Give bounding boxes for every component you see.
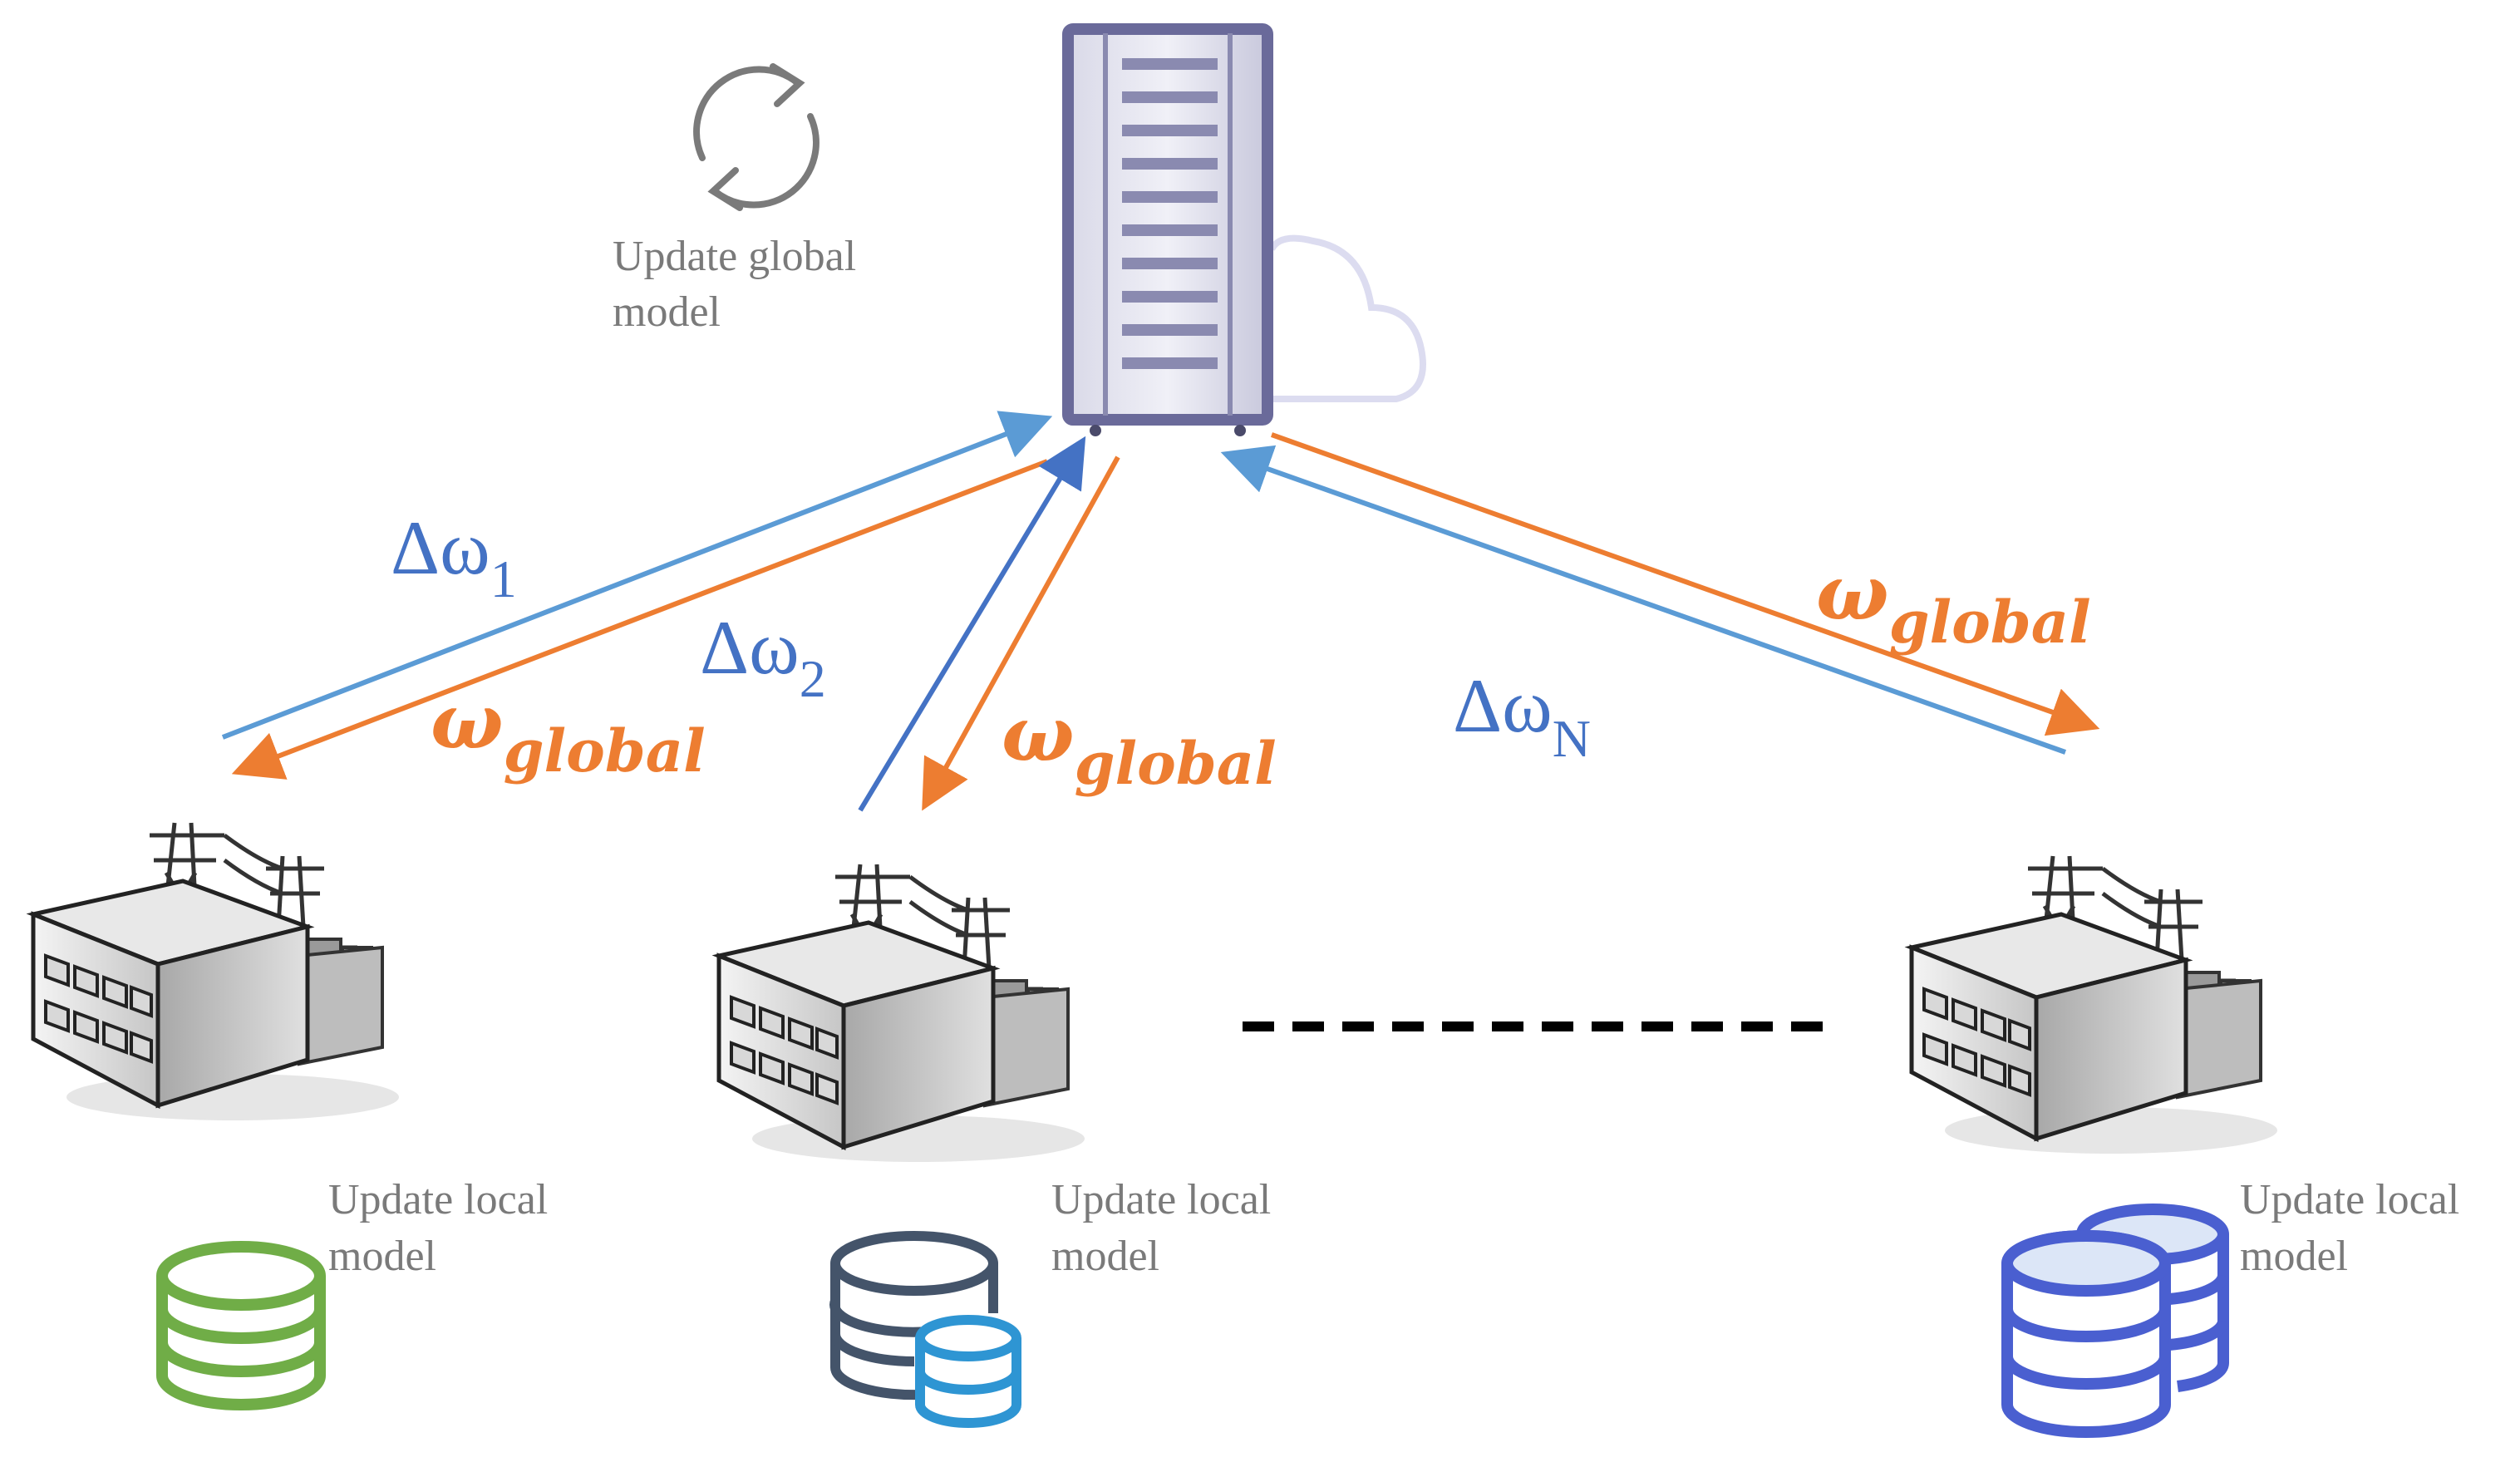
downlink-arrow-1	[231, 459, 1049, 780]
client-label-1-line2: model	[328, 1233, 436, 1280]
client-label-3-line2: model	[2240, 1233, 2348, 1280]
database-icon-2	[829, 1231, 1021, 1428]
client-label-3: Update local	[2240, 1176, 2459, 1223]
cloud-icon	[1268, 234, 1426, 402]
uplink-label-1: Δω1	[391, 505, 517, 608]
client-building-2	[719, 864, 1085, 1162]
database-icon-3	[2001, 1204, 2229, 1438]
server-label: Update global	[613, 233, 856, 280]
client-building-1	[33, 823, 399, 1120]
downlink-arrow-3	[1270, 432, 2100, 736]
downlink-label-2: ωglobal	[1002, 689, 1277, 798]
uplink-label-3: ΔωN	[1453, 663, 1591, 768]
client-label-1: Update local	[328, 1176, 548, 1223]
downlink-arrow-2	[922, 455, 1120, 811]
downlink-label-1: ωglobal	[431, 677, 706, 785]
server-label-line2: model	[613, 288, 721, 336]
uplink-label-2: Δω2	[700, 605, 826, 708]
client-building-3	[1912, 856, 2277, 1154]
database-icon-1	[156, 1241, 326, 1410]
client-label-2-line2: model	[1051, 1233, 1159, 1280]
arrows	[221, 411, 2100, 812]
sync-icon	[693, 63, 819, 211]
uplink-arrow-1	[221, 411, 1053, 740]
uplink-arrow-2	[858, 436, 1086, 812]
client-label-2: Update local	[1051, 1176, 1271, 1223]
uplink-arrow-3	[1220, 445, 2067, 755]
server	[1062, 23, 1426, 436]
downlink-label-3: ωglobal	[1816, 548, 2091, 657]
